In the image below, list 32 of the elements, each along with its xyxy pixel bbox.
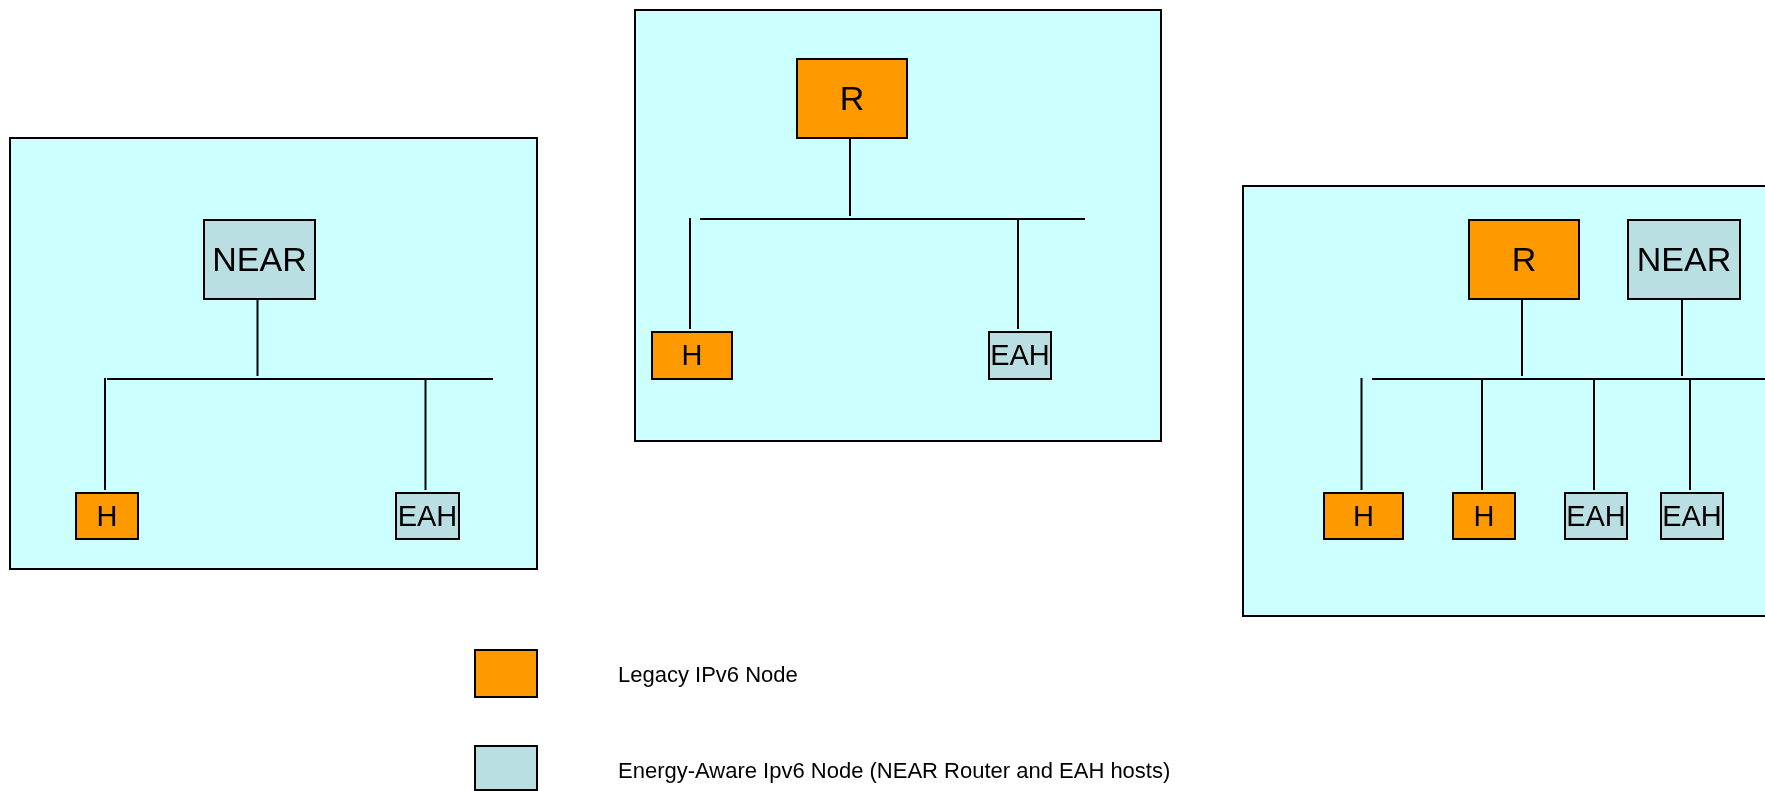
connector-line xyxy=(424,377,427,491)
network-node-box: EAH xyxy=(1564,492,1628,540)
network-node-box: R xyxy=(796,58,908,139)
network-node-box: EAH xyxy=(1660,492,1724,540)
connector-line xyxy=(1360,377,1363,491)
network-node-box: H xyxy=(1323,492,1404,540)
bus-line xyxy=(700,218,1085,220)
network-node-box: H xyxy=(651,331,733,380)
network-panel xyxy=(1242,185,1765,617)
network-node-box: EAH xyxy=(988,331,1052,380)
legend-text: Legacy IPv6 Node xyxy=(618,662,798,688)
connector-line xyxy=(1017,217,1019,330)
network-node-box: H xyxy=(75,492,139,540)
connector-line xyxy=(689,217,691,330)
network-node-box: EAH xyxy=(395,492,460,540)
legend-text: Energy-Aware Ipv6 Node (NEAR Router and EAH hosts) xyxy=(618,758,1171,784)
connector-line xyxy=(104,377,106,491)
network-panel xyxy=(634,9,1162,442)
bus-line xyxy=(107,378,493,380)
connector-line xyxy=(1681,297,1683,377)
connector-line xyxy=(1593,377,1595,491)
connector-line xyxy=(256,297,259,377)
network-node-box: NEAR xyxy=(203,219,316,300)
network-node-box: R xyxy=(1468,219,1580,300)
network-node-box: NEAR xyxy=(1627,219,1741,300)
bus-line xyxy=(1372,378,1765,380)
connector-line xyxy=(1521,297,1523,377)
connector-line xyxy=(1481,377,1483,491)
connector-line xyxy=(1689,377,1691,491)
connector-line xyxy=(849,136,851,217)
network-panel xyxy=(9,137,538,570)
network-node-box: H xyxy=(1452,492,1516,540)
